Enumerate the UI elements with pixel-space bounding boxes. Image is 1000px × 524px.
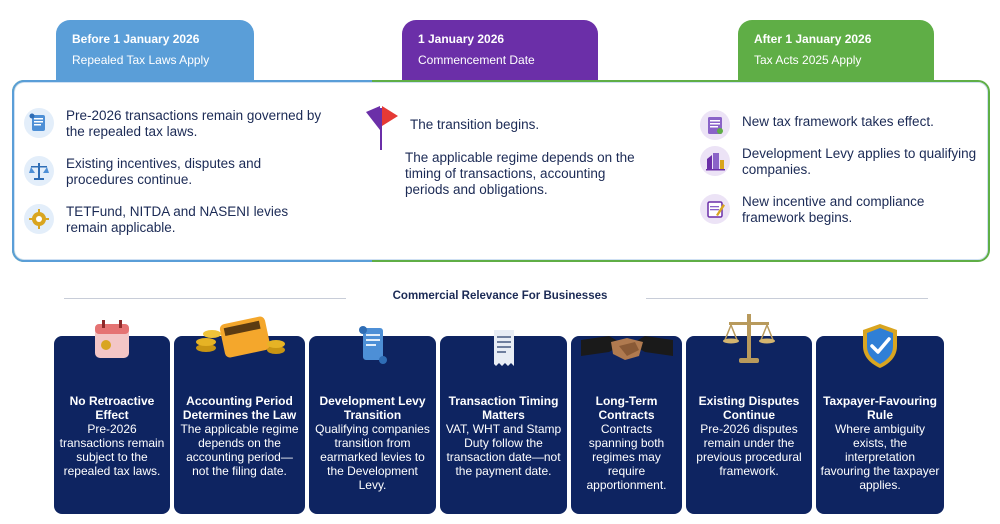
tab-after-subtitle: Tax Acts 2025 Apply [754,53,862,67]
left-item-1-text: Pre-2026 transactions remain governed by… [66,108,322,139]
handshake-icon [579,330,675,371]
card-body: Qualifying companies transition from ear… [315,422,430,492]
middle-heading-row: The transition begins. [364,104,624,152]
left-item-2-text: Existing incentives, disputes and proced… [66,156,262,187]
receipt-icon [487,326,521,375]
scales-icon [24,156,54,186]
card-body: Pre-2026 transactions remain subject to … [59,422,165,478]
right-item-3: New incentive and compliance framework b… [700,194,985,226]
middle-heading: The transition begins. [410,117,540,132]
tab-after-title: After 1 January 2026 [754,32,872,46]
card-no-retroactive-effect: No Retroactive Effect Pre-2026 transacti… [54,320,170,514]
tab-before-title: Before 1 January 2026 [72,32,200,46]
scroll-icon [24,108,54,138]
right-item-1-text: New tax framework takes effect. [742,114,934,129]
left-item-3-text: TETFund, NITDA and NASENI levies remain … [66,204,289,235]
right-item-2-text: Development Levy applies to qualifying c… [742,146,977,177]
card-body: The applicable regime depends on the acc… [180,422,299,478]
scales-icon [721,310,777,371]
tab-after-2026: After 1 January 2026 Tax Acts 2025 Apply [738,20,934,84]
tab-commencement-title: 1 January 2026 [418,32,505,46]
card-title: Development Levy Transition [319,394,426,422]
timeline-panel [12,80,990,262]
document-icon [700,110,730,140]
card-transaction-timing: Transaction Timing Matters VAT, WHT and … [440,330,567,514]
card-title: Existing Disputes Continue [698,394,800,422]
tab-commencement-subtitle: Commencement Date [418,53,535,67]
tab-before-subtitle: Repealed Tax Laws Apply [72,53,210,67]
flag-icon [364,104,398,152]
card-title: Long-Term Contracts [595,394,658,422]
card-body: Pre-2026 disputes remain under the previ… [696,422,802,478]
card-accounting-period: Accounting Period Determines the Law The… [174,316,305,514]
panel-left-accent [12,80,372,262]
card-long-term-contracts: Long-Term Contracts Contracts spanning b… [571,336,682,514]
left-item-3: TETFund, NITDA and NASENI levies remain … [24,204,324,236]
card-title: Accounting Period Determines the Law [182,394,297,422]
left-item-1: Pre-2026 transactions remain governed by… [24,108,324,140]
card-body: Contracts spanning both regimes may requ… [586,422,667,492]
card-body: VAT, WHT and Stamp Duty follow the trans… [445,422,562,478]
calculator-coins-icon [192,312,288,367]
shield-check-icon [860,322,900,375]
right-item-2: Development Levy applies to qualifying c… [700,146,985,178]
divider-right [646,298,928,299]
right-item-3-text: New incentive and compliance framework b… [742,194,925,225]
building-icon [700,146,730,176]
right-item-1: New tax framework takes effect. [700,110,985,140]
card-title: No Retroactive Effect [69,394,155,422]
scroll-icon [356,324,390,373]
card-taxpayer-favouring-rule: Taxpayer-Favouring Rule Where ambiguity … [816,324,944,514]
divider-left [64,298,346,299]
gear-icon [24,204,54,234]
section-title: Commercial Relevance For Businesses [392,290,608,302]
calendar-icon [92,318,132,367]
notepad-icon [700,194,730,224]
tab-commencement: 1 January 2026 Commencement Date [402,20,598,84]
left-item-2: Existing incentives, disputes and proced… [24,156,324,188]
tab-before-2026: Before 1 January 2026 Repealed Tax Laws … [56,20,254,84]
card-title: Taxpayer-Favouring Rule [823,394,937,422]
card-title: Transaction Timing Matters [448,394,559,422]
card-development-levy-transition: Development Levy Transition Qualifying c… [309,326,436,514]
card-body: Where ambiguity exists, the interpretati… [820,422,940,492]
card-existing-disputes: Existing Disputes Continue Pre-2026 disp… [686,314,812,514]
middle-body: The applicable regime depends on the tim… [405,150,635,197]
